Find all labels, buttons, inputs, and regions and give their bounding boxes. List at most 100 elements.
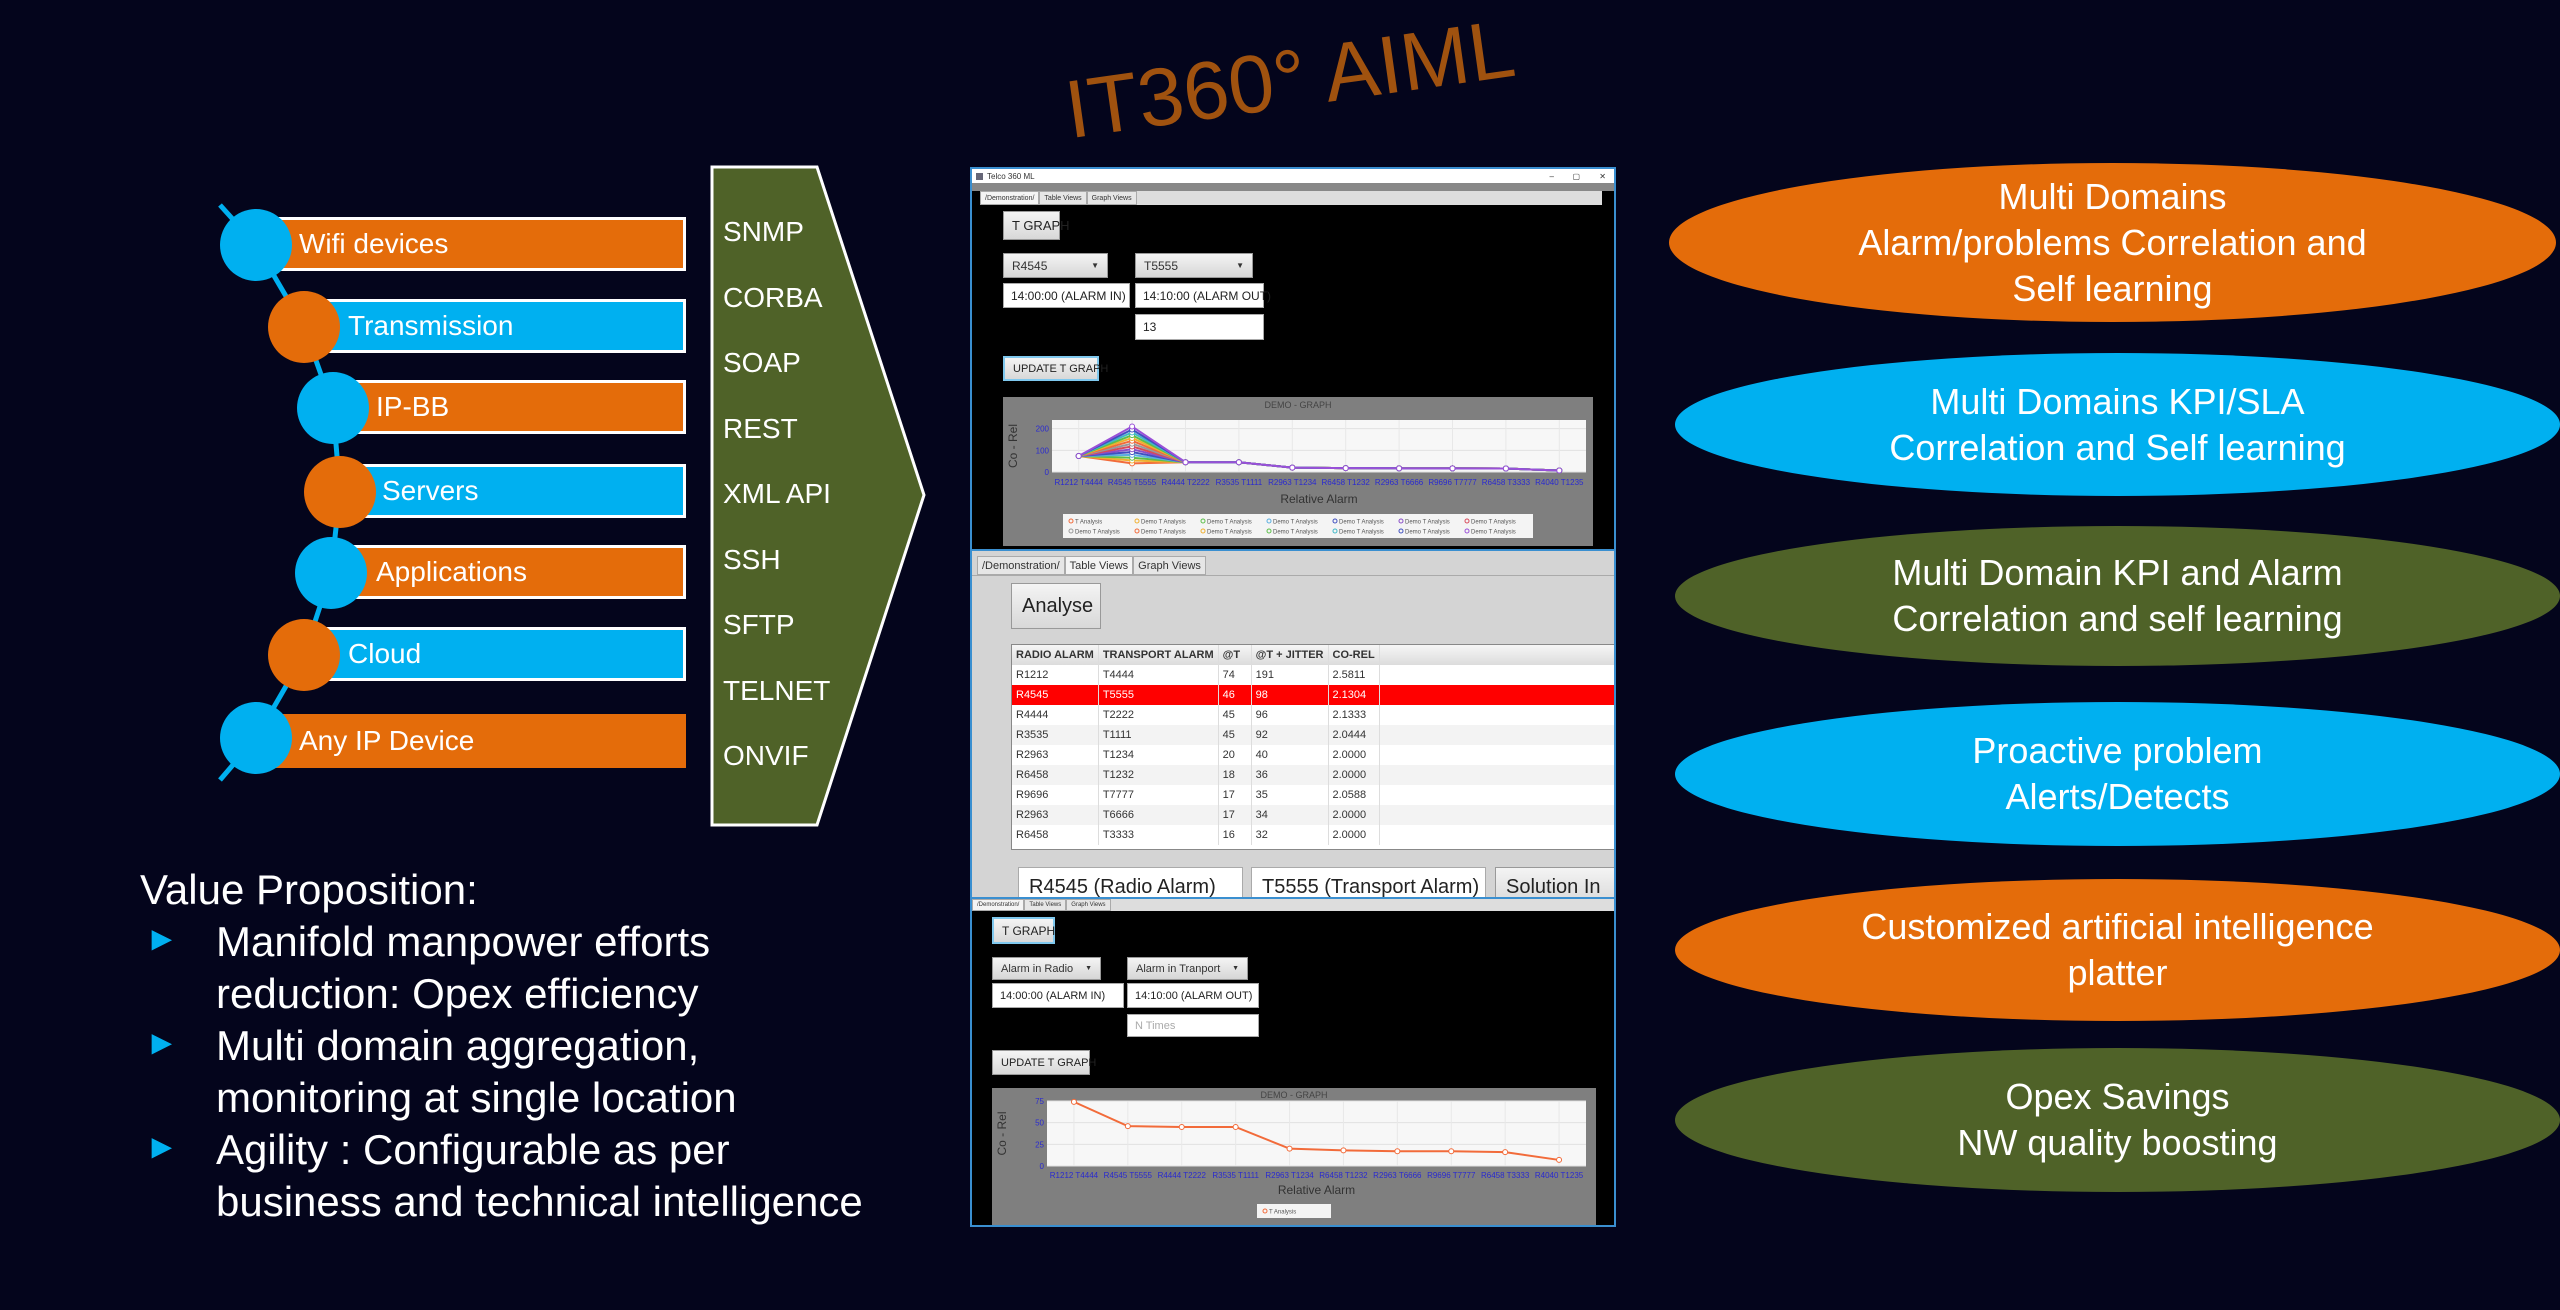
alarm-out-field[interactable]: 14:10:00 (ALARM OUT) [1135,283,1271,308]
t-graph-button[interactable]: T GRAPH [992,917,1055,944]
table-cell: R2963 [1012,805,1099,825]
column-header-jitter[interactable]: @T + JITTER [1251,645,1329,665]
legend-marker-icon [1332,518,1338,524]
plot-area [1047,1101,1586,1166]
analyse-button[interactable]: Analyse [1011,583,1101,629]
bullet-circle-icon [304,456,376,528]
table-cell: 92 [1251,725,1329,745]
tab-table-views[interactable]: Table Views [1024,899,1067,911]
device-label: Wifi devices [299,228,449,259]
transport-alarm-field[interactable]: T5555 (Transport Alarm) [1251,867,1486,900]
update-t-graph-button[interactable]: UPDATE T GRAPH [1003,356,1108,381]
x-tick-label: R4444 T2222 [1158,1171,1207,1180]
column-header-radio-alarm[interactable]: RADIO ALARM [1012,645,1099,665]
table-cell: 45 [1218,725,1252,745]
tab-demonstration[interactable]: /Demonstration/ [980,191,1040,205]
legend-marker-icon [1398,518,1404,524]
select-value: T5555 [1144,258,1179,273]
transport-alarm-select[interactable]: T5555 ▼ [1135,253,1253,278]
column-header-co-rel[interactable]: CO-REL [1328,645,1380,665]
n-times-field[interactable]: N Times [1127,1014,1259,1037]
protocol-label: SFTP [723,609,795,640]
protocol-label: XML API [723,478,831,509]
data-point [1232,1124,1239,1130]
table-cell: 32 [1251,825,1329,845]
tab-demonstration[interactable]: /Demonstration/ [977,556,1065,575]
update-t-graph-button[interactable]: UPDATE T GRAPH [992,1050,1096,1075]
close-button[interactable]: ✕ [1599,171,1606,181]
tab-bar: /Demonstration/ Table Views Graph Views [980,191,1602,205]
maximize-button[interactable]: ▢ [1572,171,1580,181]
tab-bar: /Demonstration/ Table Views Graph Views [972,899,1614,911]
legend [1257,1204,1331,1218]
bullet-circle-icon [268,291,340,363]
x-axis-label: Relative Alarm [1280,492,1357,506]
protocol-label: SSH [723,544,781,575]
device-item-transmission: Transmission [309,299,686,353]
table-cell: 34 [1251,805,1329,825]
bullet-triangle-icon: ► [145,1024,179,1062]
solution-in-button[interactable]: Solution In [1495,867,1614,900]
data-point [1075,452,1082,459]
tab-demonstration[interactable]: /Demonstration/ [972,899,1025,911]
value-proposition-title: Value Proposition: [140,866,478,913]
table-cell: 2.0588 [1328,785,1380,805]
radio-alarm-select[interactable]: Alarm in Radio▼ [992,957,1101,980]
tab-graph-views[interactable]: Graph Views [1133,556,1206,575]
transport-alarm-select[interactable]: Alarm in Tranport▼ [1127,957,1248,980]
protocol-label: REST [723,413,798,444]
chevron-down-icon: ▼ [1236,261,1244,270]
data-point [1178,1124,1185,1130]
alarm-in-field[interactable]: 14:00:00 (ALARM IN) [992,983,1124,1008]
table-cell: 2.1304 [1328,685,1380,705]
tab-table-views[interactable]: Table Views [1064,556,1134,575]
table-cell: 191 [1251,665,1329,685]
legend-label: Demo T Analysis [1471,520,1516,526]
legend-marker-icon [1332,528,1338,534]
feature-oval: Multi Domains KPI/SLA Correlation and Se… [1675,353,2560,496]
device-item-any-ip: Any IP Device [261,714,686,768]
t-graph-button[interactable]: T GRAPH [1003,211,1070,240]
radio-alarm-select[interactable]: R4545▼ [1003,253,1108,278]
table-cell: R6458 [1012,765,1099,785]
device-label: Servers [382,475,479,506]
chart-title: DEMO - GRAPH [1260,1090,1327,1100]
legend-marker-icon [1266,518,1272,524]
legend-label: Demo T Analysis [1141,520,1186,526]
alarm-in-field[interactable]: 14:00:00 (ALARM IN) [1003,283,1130,308]
minimize-button[interactable]: – [1549,171,1554,181]
data-point [1502,1149,1509,1156]
table-cell: T4444 [1098,665,1219,685]
legend-label: T Analysis [1269,1210,1296,1216]
legend-marker-icon [1464,518,1470,524]
column-header-transport-alarm[interactable]: TRANSPORT ALARM [1098,645,1219,665]
x-tick-label: R4545 T5555 [1104,1171,1153,1180]
x-tick-label: R2963 T6666 [1373,1171,1422,1180]
table-cell: 2.0000 [1328,825,1380,845]
table-cell: R4545 [1012,685,1099,705]
legend-label: T Analysis [1075,520,1102,526]
table-cell: 2.0000 [1328,765,1380,785]
x-tick-label: R2963 T6666 [1375,478,1424,487]
legend-label: Demo T Analysis [1471,530,1516,536]
legend-label: Demo T Analysis [1405,530,1450,536]
tab-graph-views[interactable]: Graph Views [1086,191,1137,205]
radio-alarm-field[interactable]: R4545 (Radio Alarm) [1018,867,1243,900]
alarm-out-field[interactable]: 14:10:00 (ALARM OUT) [1127,983,1259,1008]
data-point [1556,467,1563,474]
column-header-at-t[interactable]: @T [1218,645,1252,665]
tab-graph-views[interactable]: Graph Views [1066,899,1111,911]
tab-table-views[interactable]: Table Views [1039,191,1087,205]
n-times-field[interactable]: 13 [1135,314,1264,340]
